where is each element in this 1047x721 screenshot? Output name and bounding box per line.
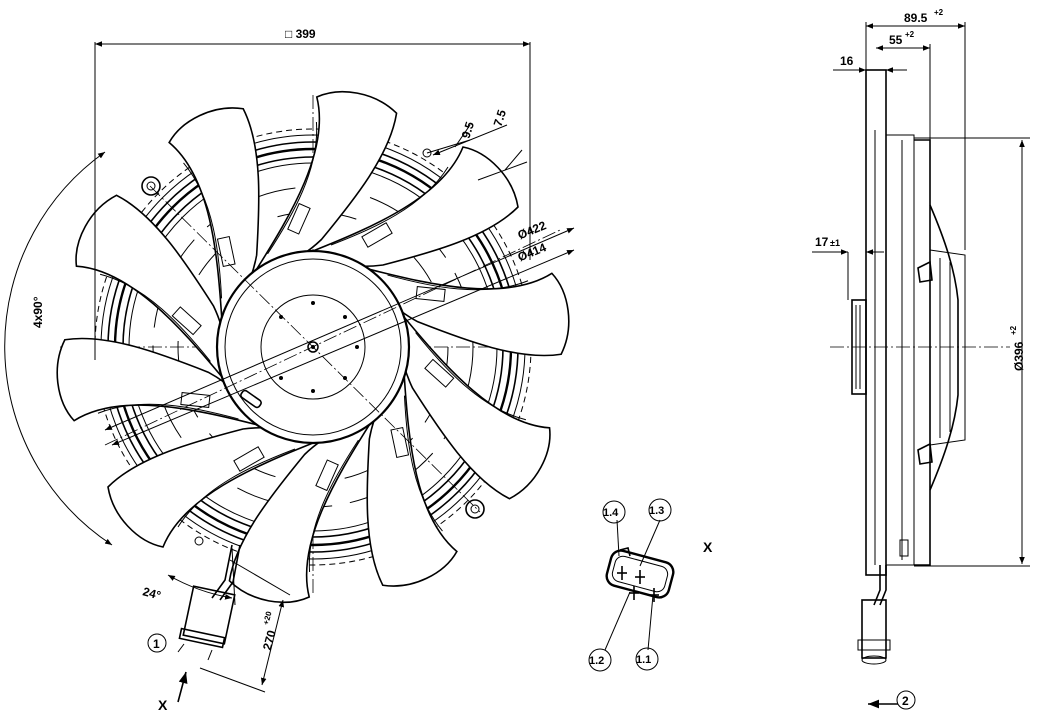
connector-body	[605, 549, 675, 599]
callout-2: 2	[902, 694, 909, 708]
view-x-label: X	[158, 697, 168, 713]
pin-1-2: 1.2	[589, 655, 604, 667]
svg-text:270: 270	[260, 628, 279, 651]
dim-17: 17	[815, 235, 829, 249]
front-view: □ 399 9.5 7.5 Ø422 Ø414 4x90° 24° 270 +2…	[4, 27, 598, 713]
cable-assembly	[177, 544, 241, 661]
pin-1-3: 1.3	[649, 505, 664, 517]
pin-1-1: 1.1	[636, 654, 651, 666]
dim-55: 55	[889, 33, 903, 47]
dim-16: 16	[840, 54, 854, 68]
dim-angle-4x90: 4x90°	[31, 296, 45, 328]
callout-1: 1	[153, 637, 160, 651]
callout-1-circle	[147, 633, 167, 653]
side-cable-assembly	[857, 539, 909, 665]
connector-view-label: X	[703, 539, 713, 555]
frame-plate	[865, 69, 887, 576]
dim-7-5: 7.5	[491, 108, 510, 129]
mounting-hole-bottom-right	[465, 499, 485, 519]
dim-angle-24: 24°	[141, 584, 162, 602]
dim-diameter-396: Ø396 +2	[1009, 325, 1026, 371]
svg-text:+20: +20	[261, 610, 273, 626]
dim-9-5: 9.5	[459, 120, 478, 141]
dim-cable-length: 270 +20	[260, 610, 279, 652]
connector-pins	[617, 566, 659, 602]
side-view: 89.5 +2 55 +2 16 17 ±1 Ø396 +2 2	[812, 8, 1030, 710]
svg-text:+2: +2	[1009, 325, 1018, 335]
svg-text:±1: ±1	[830, 238, 840, 248]
svg-text:Ø396: Ø396	[1012, 341, 1026, 371]
dim-diameter-422: Ø422	[516, 218, 549, 242]
motor-boss	[851, 299, 867, 395]
dim-89-5: 89.5	[904, 11, 928, 25]
mounting-hole-top-left	[141, 176, 161, 196]
svg-text:+2: +2	[934, 8, 944, 17]
dim-diameter-414: Ø414	[516, 240, 549, 264]
svg-text:+2: +2	[905, 30, 915, 39]
pin-1-4: 1.4	[603, 507, 619, 519]
dim-square-399: □ 399	[285, 27, 316, 41]
connector-view: 1.4 1.3 1.2 1.1 X	[588, 498, 713, 672]
